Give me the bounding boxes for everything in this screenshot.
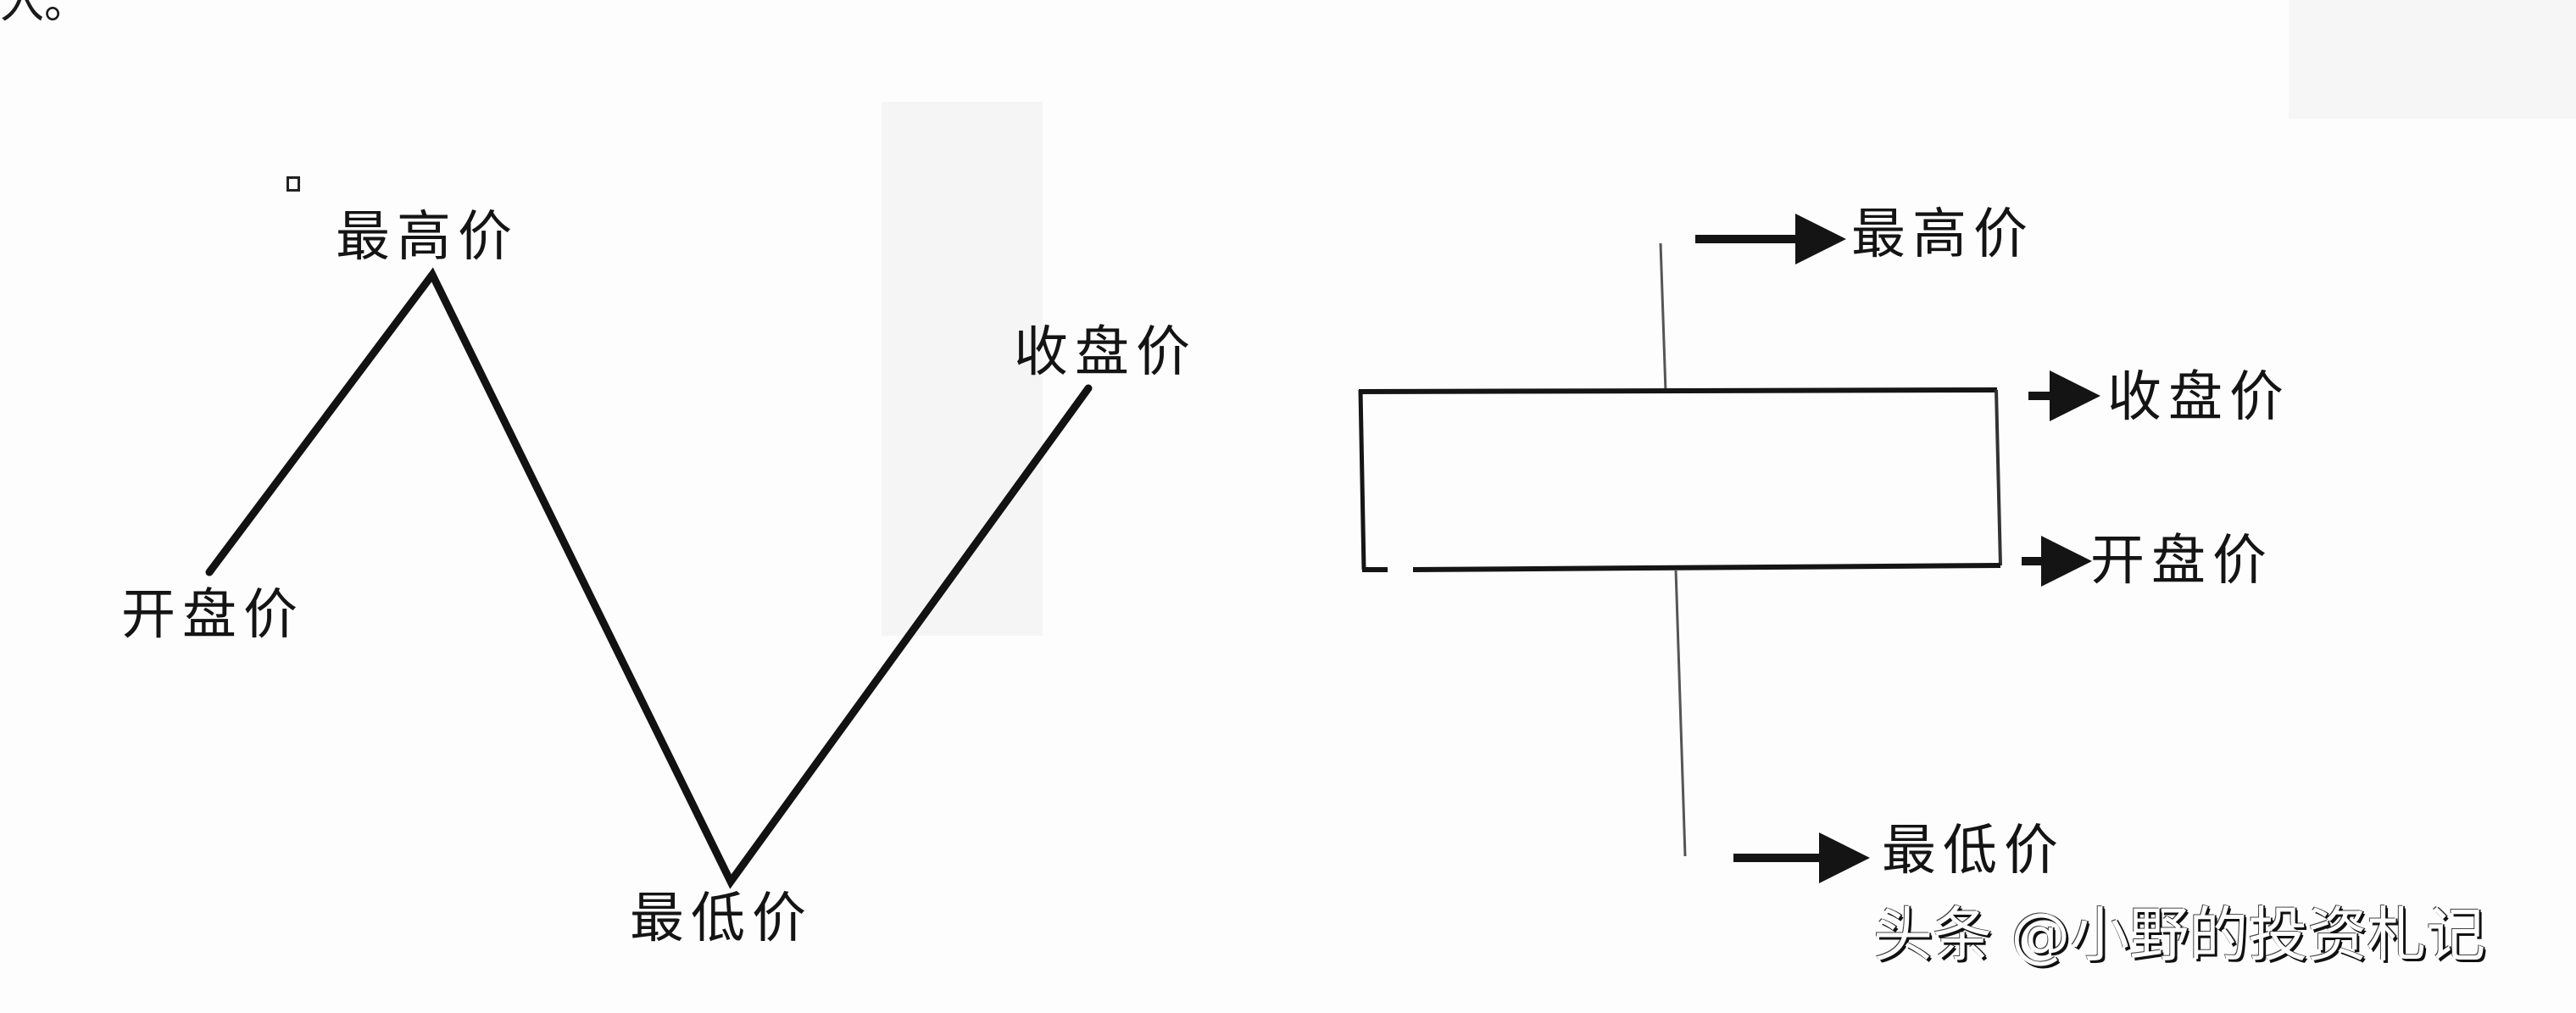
label-open-left: 开盘价: [121, 584, 304, 647]
upper-wick: [1659, 242, 1667, 392]
candle-body-right: [1995, 389, 2002, 566]
label-close-right: 收盘价: [2107, 366, 2290, 429]
candlestick-diagram: [1358, 214, 2100, 883]
corner-text-fragment: 入。: [0, 0, 89, 29]
candle-body-bottom: [1412, 563, 2001, 572]
lower-wick: [1674, 569, 1687, 857]
watermark: 头条 @小野的投资札记: [1873, 900, 2486, 970]
label-low-right: 最低价: [1882, 820, 2065, 882]
label-close-left: 收盘价: [1014, 321, 1197, 384]
label-low-left: 最低价: [630, 888, 813, 950]
label-high-left: 最高价: [336, 206, 519, 269]
label-open-right: 开盘价: [2090, 530, 2273, 593]
price-path-diagram: [205, 267, 1093, 889]
candle-body-left: [1358, 389, 1366, 571]
small-square-mark: [287, 176, 300, 192]
label-high-right: 最高价: [1851, 203, 2034, 266]
price-path-line: [205, 267, 1093, 889]
scan-shading: [882, 102, 1043, 636]
scan-shading: [2289, 0, 2576, 119]
candle-body-top: [1358, 387, 1998, 394]
